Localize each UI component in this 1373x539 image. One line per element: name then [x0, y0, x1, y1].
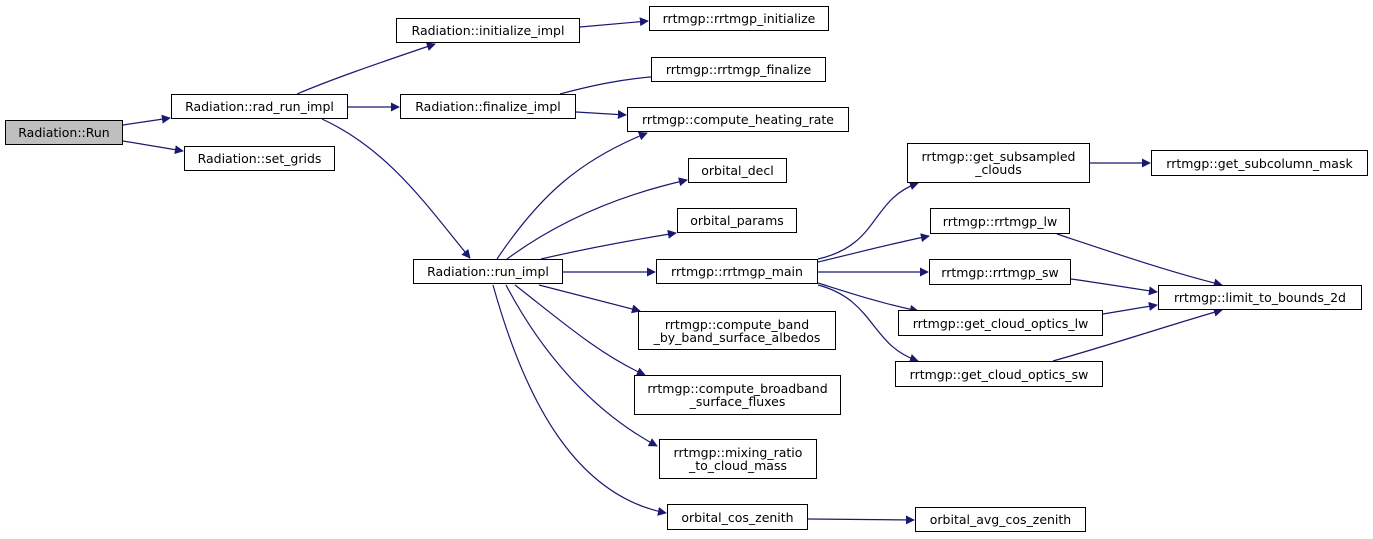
node-rad-run-impl[interactable]: Radiation::rad_run_impl [171, 94, 348, 119]
node-compute-heating-rate[interactable]: rrtmgp::compute_heating_rate [627, 107, 849, 132]
edge-run-impl-to-compute-band [538, 284, 641, 314]
node-rrtmgp-main[interactable]: rrtmgp::rrtmgp_main [656, 259, 818, 284]
node-label: orbital_params [690, 213, 784, 228]
edge-run-impl-to-mixing-ratio [505, 284, 658, 447]
edge-layer [122, 17, 1223, 525]
node-label: rrtmgp::rrtmgp_sw [941, 264, 1059, 280]
edge-run-impl-to-compute-broadband [514, 284, 646, 376]
node-get-cloud-optics-sw[interactable]: rrtmgp::get_cloud_optics_sw [895, 361, 1103, 387]
edge-rrtmgp-main-to-get-cloud-optics-lw [817, 282, 919, 314]
edge-rad-run-impl-to-initialize-impl [296, 42, 436, 95]
node-orbital-decl[interactable]: orbital_decl [688, 158, 787, 183]
node-initialize-impl[interactable]: Radiation::initialize_impl [396, 18, 580, 43]
node-orbital-avg-cos-zenith[interactable]: orbital_avg_cos_zenith [915, 507, 1086, 532]
edge-rrtmgp-main-to-rrtmgp-lw [817, 233, 930, 263]
edge-initialize-impl-to-rrtmgp-initialize [579, 17, 649, 28]
edge-run-impl-to-orbital-cos-zenith [492, 284, 667, 516]
node-set-grids[interactable]: Radiation::set_grids [184, 146, 335, 171]
node-rrtmgp-finalize[interactable]: rrtmgp::rrtmgp_finalize [651, 57, 826, 82]
node-label: rrtmgp::compute_broadband [647, 381, 828, 396]
node-get-subsampled-clouds[interactable]: rrtmgp::get_subsampled_clouds [907, 143, 1090, 183]
node-label: orbital_decl [701, 163, 774, 178]
node-label: Radiation::finalize_impl [415, 99, 561, 114]
edge-rrtmgp-main-to-get-cloud-optics-sw [817, 284, 919, 363]
node-orbital-cos-zenith[interactable]: orbital_cos_zenith [667, 504, 808, 530]
node-mixing-ratio[interactable]: rrtmgp::mixing_ratio_to_cloud_mass [659, 439, 817, 479]
node-label: rrtmgp::rrtmgp_lw [942, 213, 1058, 229]
node-get-subcolumn-mask[interactable]: rrtmgp::get_subcolumn_mask [1151, 150, 1368, 176]
node-label: _clouds [975, 162, 1022, 177]
edge-rad-run-impl-to-run-impl [321, 118, 471, 259]
node-label: rrtmgp::limit_to_bounds_2d [1174, 290, 1346, 305]
node-label: rrtmgp::rrtmgp_main [671, 264, 803, 279]
edge-get-cloud-optics-sw-to-limit-to-bounds-2d [1052, 307, 1223, 362]
node-label: rrtmgp::compute_heating_rate [642, 112, 834, 127]
node-label: _surface_fluxes [689, 394, 786, 409]
edge-orbital-cos-zenith-to-orbital-avg-cos-zenith [807, 515, 915, 525]
edge-run-to-rad-run-impl [122, 114, 171, 126]
node-label: orbital_cos_zenith [681, 509, 794, 525]
edge-run-impl-to-orbital-params [540, 229, 677, 260]
edge-finalize-impl-to-rrtmgp-finalize [559, 72, 663, 95]
node-limit-to-bounds-2d[interactable]: rrtmgp::limit_to_bounds_2d [1158, 285, 1362, 310]
node-label: rrtmgp::get_cloud_optics_sw [909, 366, 1089, 382]
node-rrtmgp-initialize[interactable]: rrtmgp::rrtmgp_initialize [649, 6, 829, 31]
node-label: _to_cloud_mass [688, 458, 787, 473]
node-label: rrtmgp::compute_band [664, 316, 810, 332]
node-label: rrtmgp::get_subsampled [921, 149, 1076, 164]
node-run-impl[interactable]: Radiation::run_impl [413, 259, 563, 284]
node-label: _by_band_surface_albedos [653, 329, 821, 345]
node-rrtmgp-lw[interactable]: rrtmgp::rrtmgp_lw [930, 208, 1070, 234]
edge-rrtmgp-sw-to-limit-to-bounds-2d [1070, 278, 1158, 296]
node-rrtmgp-sw[interactable]: rrtmgp::rrtmgp_sw [929, 259, 1071, 285]
node-compute-broadband[interactable]: rrtmgp::compute_broadband_surface_fluxes [634, 375, 841, 415]
edge-finalize-impl-to-compute-heating-rate [575, 110, 627, 120]
edge-rrtmgp-main-to-get-subsampled-clouds [817, 181, 919, 260]
node-label: Radiation::rad_run_impl [185, 99, 334, 114]
node-label: rrtmgp::mixing_ratio [673, 445, 803, 460]
node-compute-band[interactable]: rrtmgp::compute_band_by_band_surface_alb… [638, 311, 836, 350]
node-finalize-impl[interactable]: Radiation::finalize_impl [400, 94, 576, 119]
node-orbital-params[interactable]: orbital_params [677, 208, 797, 233]
edge-get-cloud-optics-lw-to-limit-to-bounds-2d [1102, 301, 1158, 315]
node-label: rrtmgp::get_subcolumn_mask [1166, 155, 1353, 171]
node-get-cloud-optics-lw[interactable]: rrtmgp::get_cloud_optics_lw [898, 310, 1103, 336]
node-label: rrtmgp::get_cloud_optics_lw [912, 315, 1089, 331]
node-label: Radiation::initialize_impl [411, 23, 565, 38]
node-label: Radiation::run_impl [427, 264, 549, 279]
node-label: Radiation::Run [18, 125, 110, 140]
node-label: orbital_avg_cos_zenith [929, 512, 1072, 527]
node-label: rrtmgp::rrtmgp_finalize [665, 62, 812, 77]
edge-run-impl-to-orbital-decl [506, 177, 688, 260]
edge-run-to-set-grids [122, 140, 184, 155]
node-label: Radiation::set_grids [197, 151, 322, 166]
node-label: rrtmgp::rrtmgp_initialize [662, 11, 816, 26]
edge-rrtmgp-lw-to-limit-to-bounds-2d [1056, 233, 1223, 288]
node-run: Radiation::Run [5, 120, 123, 145]
edge-run-impl-to-compute-heating-rate [496, 131, 648, 260]
